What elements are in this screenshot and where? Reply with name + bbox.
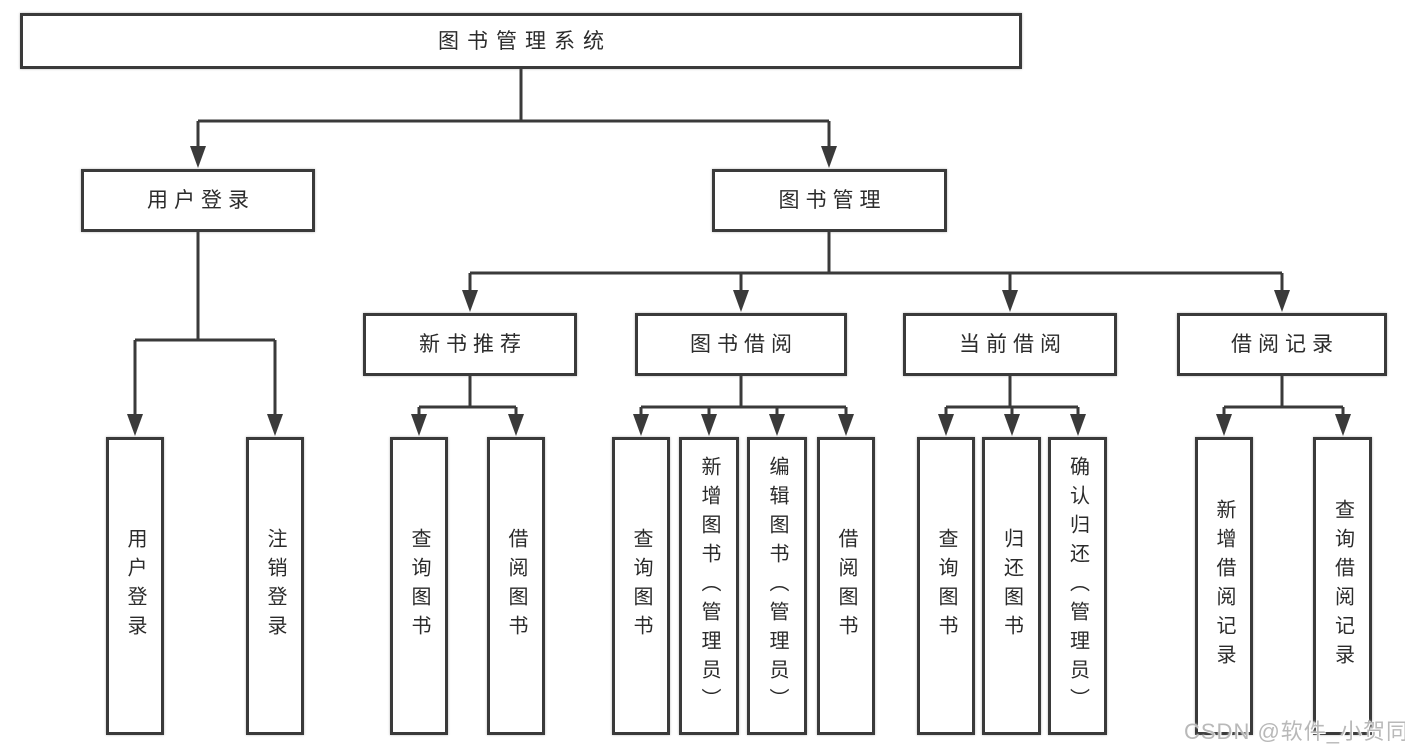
node-user-login: 用户登录 xyxy=(81,169,315,232)
leaf-user-login-label: 用户登录 xyxy=(124,528,146,644)
leaf-logout: 注销登录 xyxy=(246,437,304,735)
node-new-book-recommend-label: 新书推荐 xyxy=(419,333,527,356)
arrowhead-icon xyxy=(769,414,785,436)
leaf-confirm-return-admin: 确认归还（管理员） xyxy=(1048,437,1107,735)
arrowhead-icon xyxy=(1070,414,1086,436)
node-current-borrow: 当前借阅 xyxy=(903,313,1117,376)
leaf-add-borrow-record: 新增借阅记录 xyxy=(1195,437,1253,735)
leaf-borrow-books-1: 借阅图书 xyxy=(487,437,545,735)
arrowhead-icon xyxy=(190,146,206,168)
leaf-query-books-1: 查询图书 xyxy=(390,437,448,735)
leaf-query-borrow-record: 查询借阅记录 xyxy=(1313,437,1372,735)
arrowhead-icon xyxy=(838,414,854,436)
node-book-management-label: 图书管理 xyxy=(778,189,887,212)
node-borrow-records-label: 借阅记录 xyxy=(1231,333,1339,356)
arrowhead-icon xyxy=(1002,290,1018,312)
arrowhead-icon xyxy=(1004,414,1020,436)
node-book-borrow-label: 图书借阅 xyxy=(690,333,798,356)
arrowhead-icon xyxy=(938,414,954,436)
node-book-management: 图书管理 xyxy=(712,169,947,232)
leaf-query-borrow-record-label: 查询借阅记录 xyxy=(1331,499,1354,673)
leaf-logout-label: 注销登录 xyxy=(264,528,286,644)
leaf-add-books-admin: 新增图书（管理员） xyxy=(679,437,739,735)
branch-current-borrow xyxy=(938,376,1086,436)
arrowhead-icon xyxy=(1216,414,1232,436)
branch-borrow-records xyxy=(1216,376,1351,436)
leaf-borrow-books-1-label: 借阅图书 xyxy=(505,528,527,644)
leaf-query-books-1-label: 查询图书 xyxy=(408,528,430,644)
leaf-query-books-3-label: 查询图书 xyxy=(935,528,957,644)
branch-root xyxy=(190,69,837,168)
watermark: CSDN @软件_小贺同学 xyxy=(1184,719,1405,744)
arrowhead-icon xyxy=(411,414,427,436)
node-user-login-label: 用户登录 xyxy=(147,189,255,212)
branch-book-borrow xyxy=(633,376,854,436)
branch-new-book-recommend xyxy=(411,376,524,436)
leaf-return-books: 归还图书 xyxy=(982,437,1041,735)
arrowhead-icon xyxy=(733,290,749,312)
branch-book-management xyxy=(462,232,1290,312)
leaf-user-login: 用户登录 xyxy=(106,437,164,735)
branch-user-login xyxy=(127,232,283,436)
leaf-borrow-books-2: 借阅图书 xyxy=(817,437,875,735)
node-new-book-recommend: 新书推荐 xyxy=(363,313,577,376)
arrowhead-icon xyxy=(633,414,649,436)
leaf-edit-books-admin: 编辑图书（管理员） xyxy=(747,437,807,735)
leaf-confirm-return-admin-label: 确认归还（管理员） xyxy=(1066,455,1089,717)
arrowhead-icon xyxy=(1274,290,1290,312)
leaf-query-books-2-label: 查询图书 xyxy=(630,528,652,644)
leaf-edit-books-admin-label: 编辑图书（管理员） xyxy=(766,455,788,717)
leaf-return-books-label: 归还图书 xyxy=(1000,528,1023,644)
leaf-query-books-2: 查询图书 xyxy=(612,437,670,735)
node-book-borrow: 图书借阅 xyxy=(635,313,847,376)
leaf-query-books-3: 查询图书 xyxy=(917,437,975,735)
arrowhead-icon xyxy=(701,414,717,436)
arrowhead-icon xyxy=(127,414,143,436)
node-current-borrow-label: 当前借阅 xyxy=(959,333,1067,356)
arrowhead-icon xyxy=(462,290,478,312)
arrowhead-icon xyxy=(1335,414,1351,436)
node-root-label: 图书管理系统 xyxy=(438,29,612,53)
node-root-system: 图书管理系统 xyxy=(20,13,1022,69)
leaf-add-borrow-record-label: 新增借阅记录 xyxy=(1213,499,1235,673)
leaf-borrow-books-2-label: 借阅图书 xyxy=(835,528,857,644)
node-borrow-records: 借阅记录 xyxy=(1177,313,1387,376)
leaf-add-books-admin-label: 新增图书（管理员） xyxy=(698,455,720,717)
arrowhead-icon xyxy=(508,414,524,436)
arrowhead-icon xyxy=(821,146,837,168)
arrowhead-icon xyxy=(267,414,283,436)
